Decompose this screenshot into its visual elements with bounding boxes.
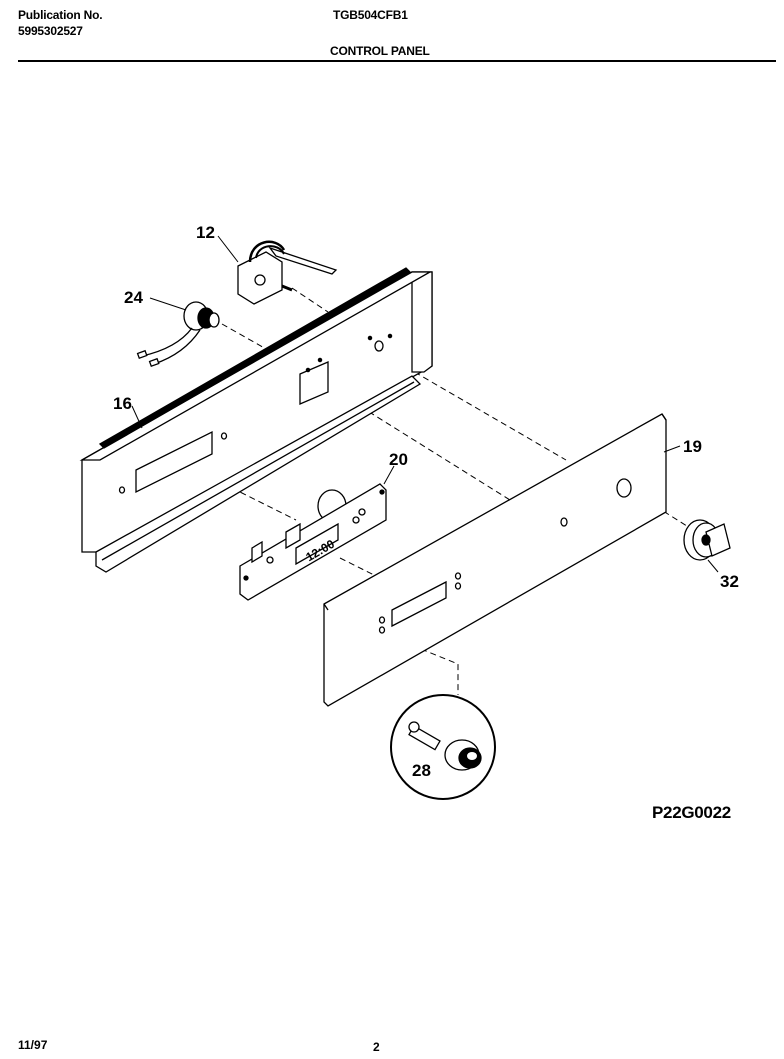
footer-date: 11/97	[18, 1038, 48, 1052]
part-19-front-panel	[323, 413, 667, 707]
assembly-line	[383, 633, 459, 695]
knob-grip	[705, 523, 731, 557]
housing-hole	[305, 367, 311, 373]
leader-line	[149, 297, 187, 311]
assembly-line	[291, 287, 329, 313]
leader-line	[383, 465, 395, 485]
housing-display-window	[135, 430, 213, 494]
assembly-line	[317, 379, 511, 501]
housing-end	[411, 271, 433, 373]
part-20-clock-board: 12:00	[239, 483, 387, 601]
part-24-igniter-switch	[136, 301, 220, 368]
board-button	[358, 508, 366, 516]
board-button	[266, 556, 274, 564]
leader-line	[707, 559, 719, 573]
switch-wires	[248, 240, 286, 263]
callout-20: 20	[389, 450, 408, 469]
housing-hole	[317, 357, 323, 363]
switch-wires	[255, 245, 285, 259]
wire-terminal	[136, 349, 148, 360]
front-panel-hole	[560, 517, 568, 527]
part-12-switch	[237, 240, 338, 305]
board-display-window	[295, 522, 339, 566]
igniter-stem	[208, 312, 220, 328]
board-screw	[379, 489, 385, 495]
callout-28: 28	[412, 761, 431, 780]
housing-top-rail	[98, 267, 412, 449]
front-panel-edge	[323, 603, 329, 611]
callout-32: 32	[720, 572, 739, 591]
part-32-control-knob	[683, 519, 731, 561]
board-tab	[251, 540, 263, 564]
housing-square-cutout	[299, 361, 329, 405]
housing-hole	[118, 486, 126, 494]
front-panel-face	[323, 413, 667, 707]
front-panel-hole	[454, 582, 462, 590]
switch-shaft	[281, 284, 293, 292]
page-number: 2	[373, 1040, 380, 1054]
housing-hole	[367, 335, 373, 341]
header-divider	[18, 60, 776, 62]
part-28-detail-inset	[390, 694, 496, 800]
section-title: CONTROL PANEL	[330, 44, 430, 58]
front-panel-hole	[454, 572, 462, 580]
callout-16: 16	[113, 394, 132, 413]
switch-terminal	[254, 274, 266, 286]
housing-hole	[387, 333, 393, 339]
front-panel-hole	[378, 626, 386, 634]
housing-hole	[374, 340, 384, 352]
callout-19: 19	[683, 437, 702, 456]
front-panel-hole	[378, 616, 386, 624]
leader-line	[663, 445, 681, 453]
leader-line	[217, 235, 239, 263]
leader-line	[131, 405, 143, 429]
leader-lines	[131, 235, 719, 573]
switch-bracket	[268, 246, 338, 275]
publication-number: 5995302527	[18, 24, 83, 38]
button-highlight	[467, 752, 477, 760]
button-stem-end	[408, 721, 420, 733]
assembly-line	[221, 323, 269, 351]
board-button	[352, 516, 360, 524]
model-number: TGB504CFB1	[333, 8, 408, 22]
board-screw	[243, 575, 249, 581]
publication-label: Publication No.	[18, 8, 103, 22]
housing-hole	[220, 432, 228, 440]
callout-12: 12	[196, 223, 215, 242]
front-panel-window	[391, 580, 447, 628]
front-panel-edge	[661, 413, 667, 421]
figure-code: P22G0022	[652, 803, 731, 822]
control-panel-housing	[79, 267, 433, 573]
igniter-wire	[153, 329, 201, 365]
housing-shelf-edge	[101, 381, 415, 561]
front-panel-knob-hole	[616, 478, 632, 498]
board-tab	[285, 522, 301, 550]
knob-center	[701, 534, 711, 546]
wire-terminal	[148, 357, 160, 368]
igniter-wire	[141, 327, 193, 357]
detail-circle	[390, 694, 496, 800]
callout-24: 24	[124, 288, 143, 307]
